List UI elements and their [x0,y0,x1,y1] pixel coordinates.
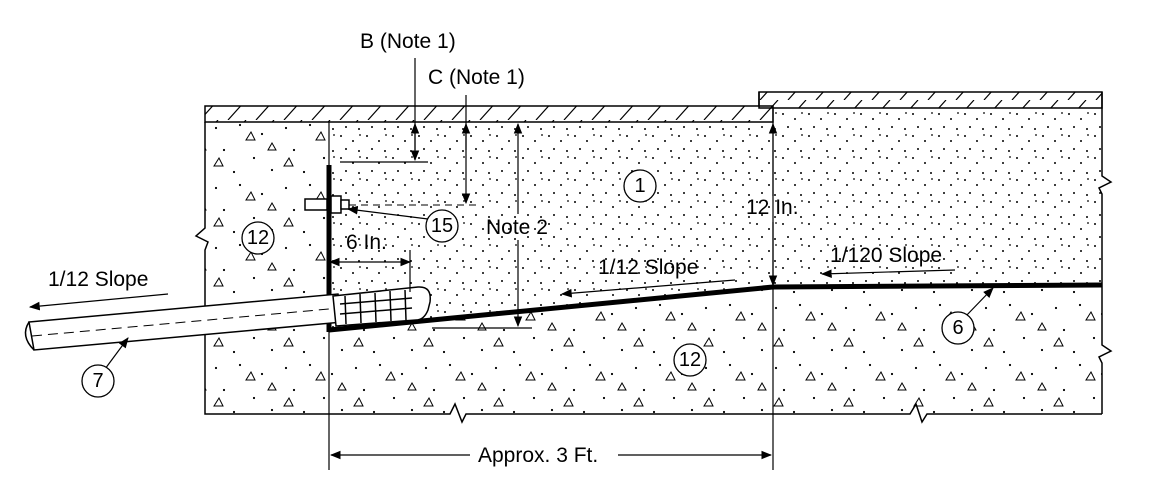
label-c-note: C (Note 1) [428,66,525,89]
right-break-edge [1097,92,1113,414]
callout-15-text: 15 [431,215,453,237]
callout-6-leader [963,287,994,319]
label-twelve-in: 12 In. [746,196,799,219]
pipe-fitting [332,286,431,327]
callout-circle-6 [941,311,975,345]
label-six-in: 6 In. [346,231,387,254]
left-concrete-block [205,122,329,414]
right-slope-arrow [820,269,956,279]
callout-circle-15 [425,209,459,243]
callout-6-text: 6 [952,317,963,339]
callout-circle-12-bottom [673,343,707,377]
right-sand-fill-region [773,108,1102,287]
label-slope-right: 1/120 Slope [830,244,942,267]
label-slope-mid: 1/12 Slope [598,256,698,279]
callout-7-leader [104,337,129,370]
callout-12-bottom-text: 12 [679,349,701,371]
left-pavement-slab [204,105,774,123]
drainage-membrane [328,282,1103,333]
callout-15-leader [346,205,437,221]
mid-slope-arrow [560,279,736,298]
left-slope-arrow [28,293,169,311]
anchor-bolt [304,195,480,214]
callout-1-text: 1 [634,175,645,197]
label-note2: Note 2 [486,216,548,239]
callout-7-text: 7 [92,370,103,392]
right-pavement-slab [758,91,1103,109]
sand-fill-region [329,122,773,330]
label-approx-3ft: Approx. 3 Ft. [478,444,598,467]
callout-circle-12-left [241,221,275,255]
label-b-note: B (Note 1) [360,30,456,53]
label-slope-left: 1/12 Slope [48,268,148,291]
callout-circle-1 [623,169,657,203]
callout-12-left-text: 12 [247,227,269,249]
callout-circle-7 [81,364,115,398]
base-outline [194,122,1102,424]
